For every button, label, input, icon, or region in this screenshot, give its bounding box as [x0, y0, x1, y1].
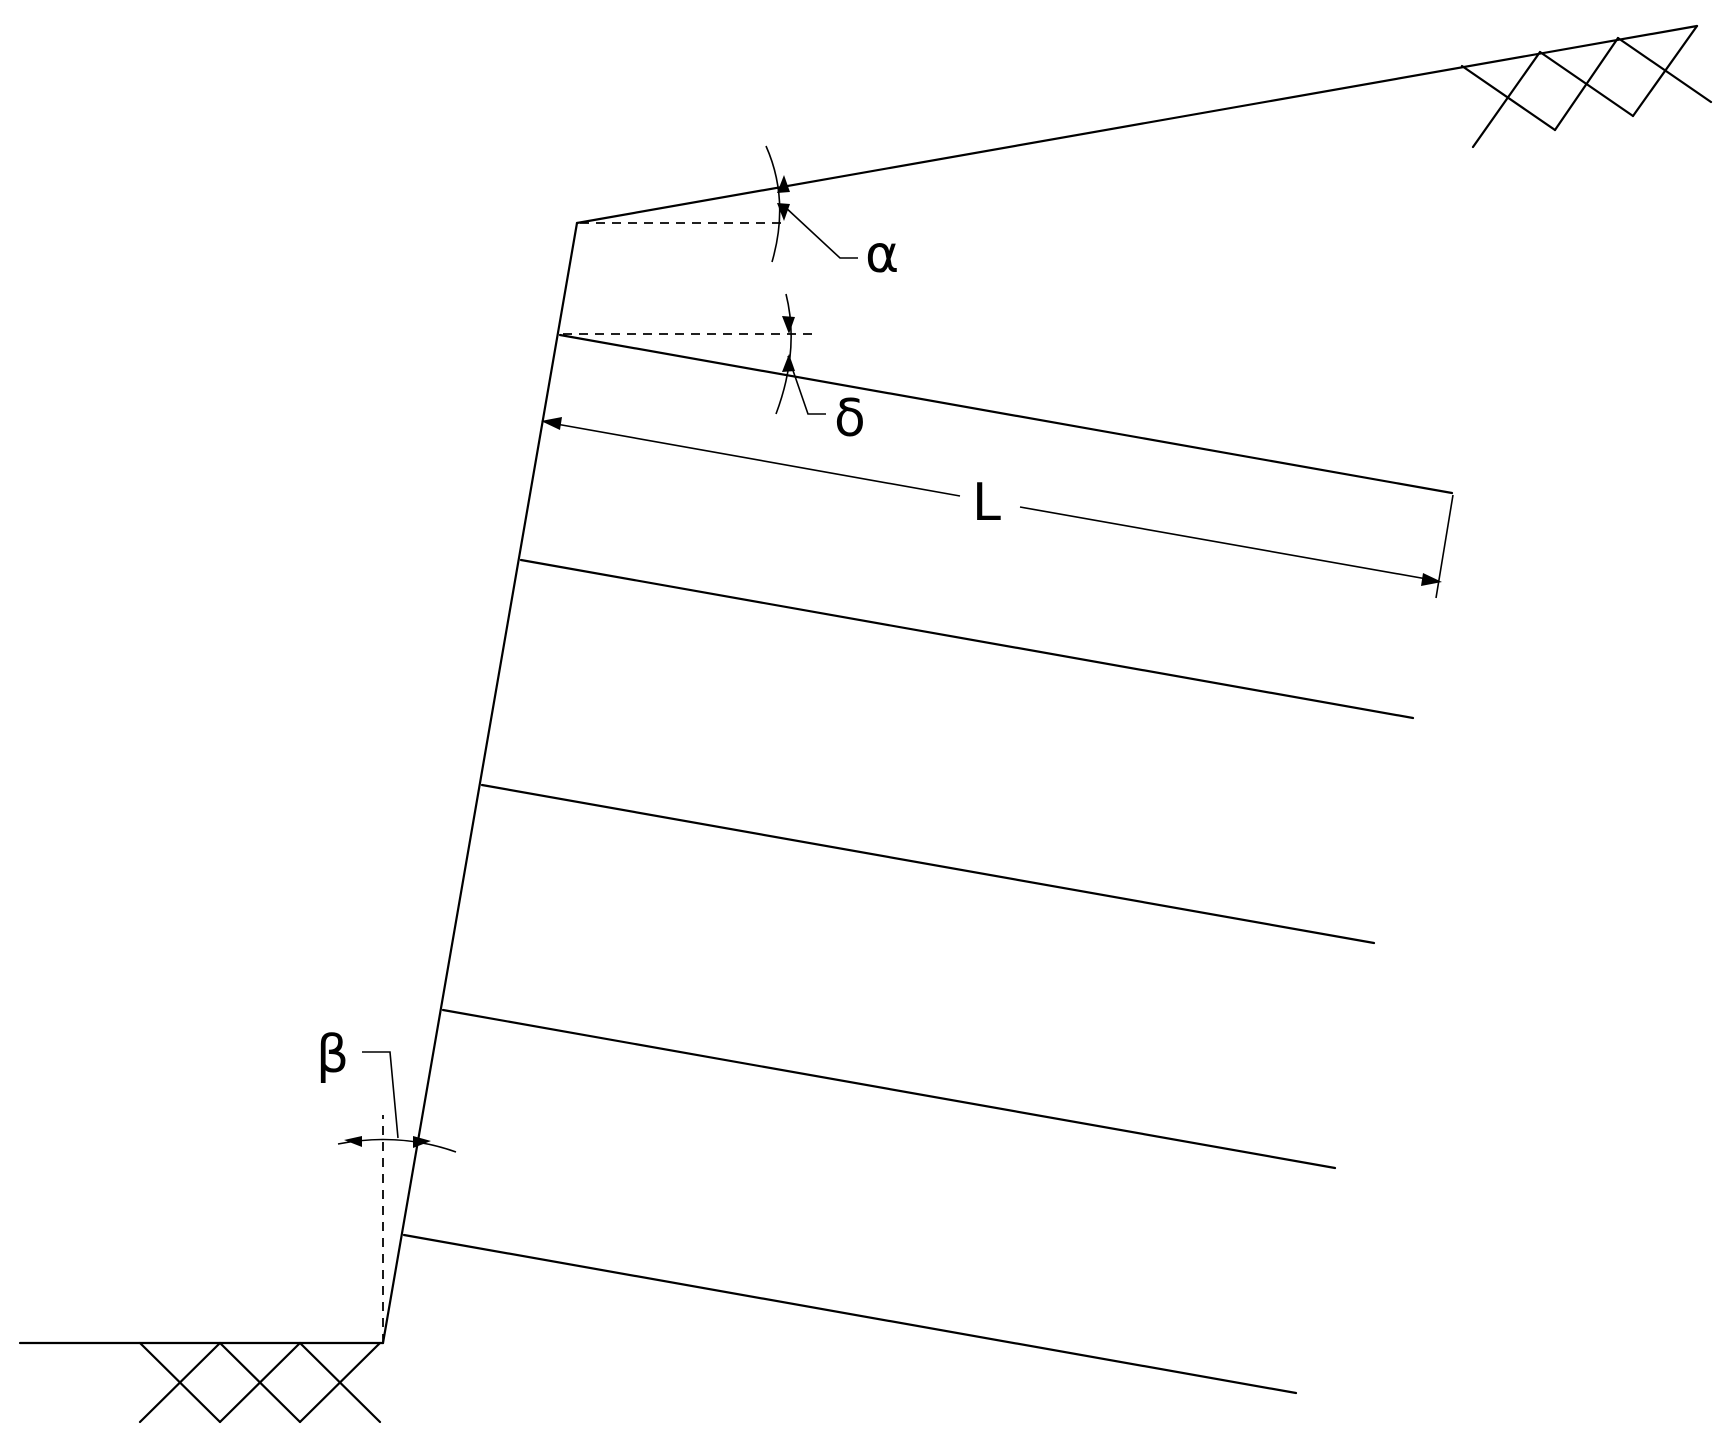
nail-1 — [558, 333, 1454, 495]
nail-3 — [480, 783, 1376, 945]
backslope-hatch — [1460, 24, 1713, 149]
soil-nails — [402, 333, 1454, 1395]
length-dimension — [541, 417, 1454, 599]
toe-ground-hatch — [138, 1341, 382, 1424]
alpha-dimension — [580, 145, 858, 263]
nail-4 — [441, 1008, 1337, 1170]
beta-dimension — [337, 1051, 457, 1343]
delta-dimension — [563, 293, 826, 415]
delta-label: δ — [834, 389, 866, 449]
length-label: L — [972, 473, 1001, 533]
nail-5 — [402, 1233, 1298, 1395]
nail-2 — [519, 558, 1415, 720]
beta-label: β — [316, 1025, 349, 1085]
alpha-label: α — [865, 225, 899, 285]
wall-face — [381, 221, 579, 1345]
backslope-surface — [575, 24, 1699, 225]
